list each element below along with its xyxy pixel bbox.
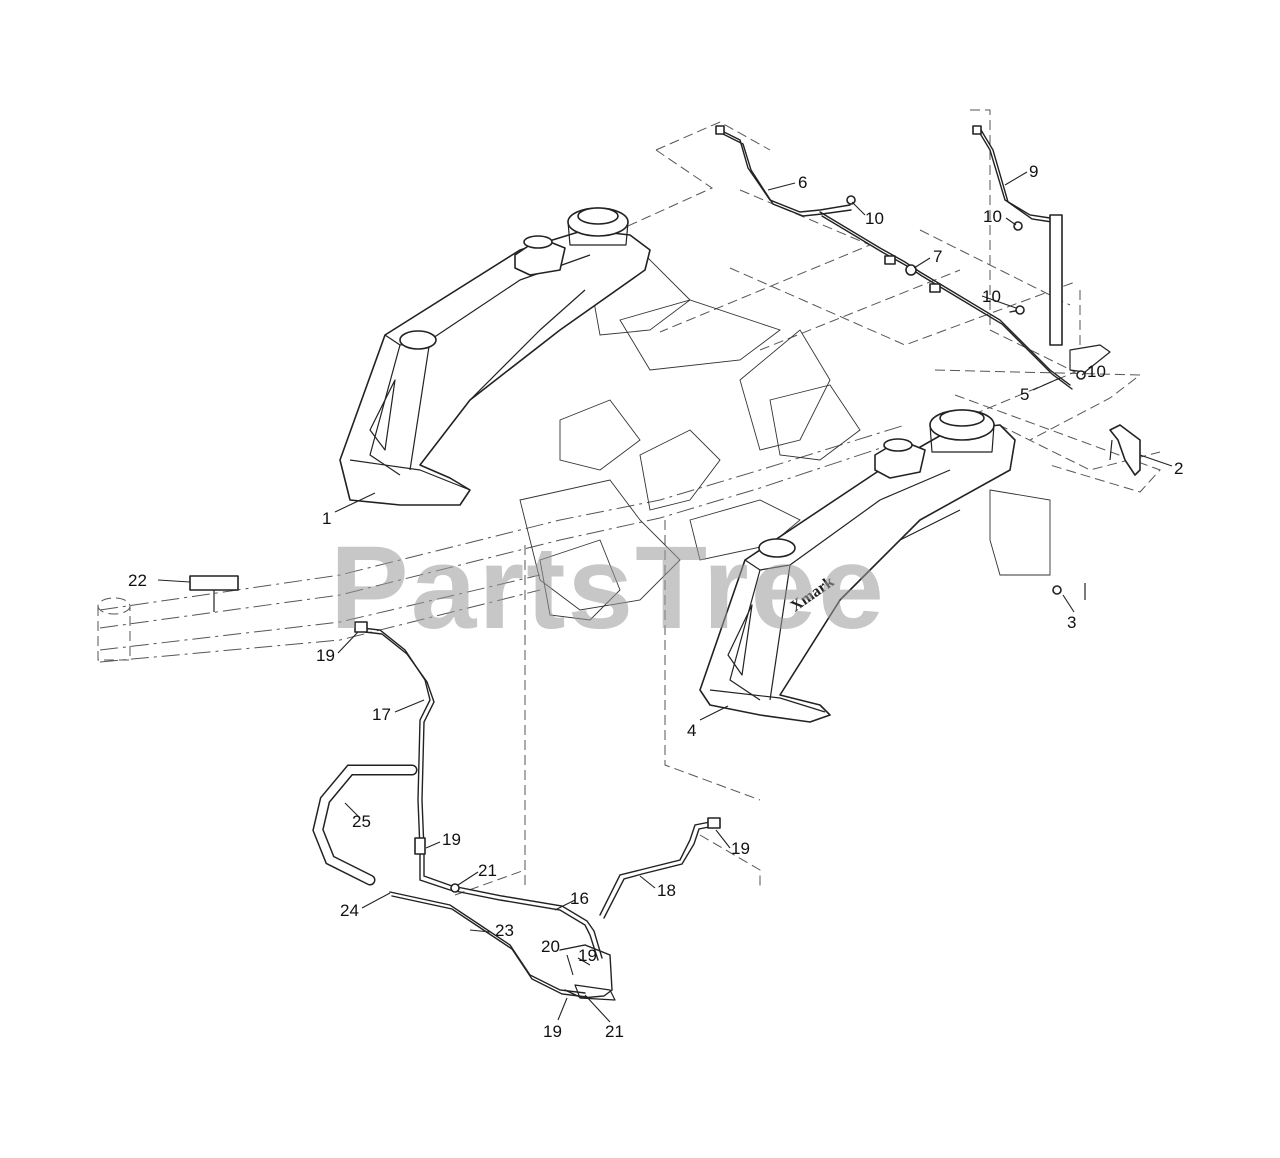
callout-19-e: 19: [543, 1022, 562, 1041]
fuel-lines-upper: [715, 125, 1111, 390]
callout-23: 23: [495, 921, 514, 940]
callout-17: 17: [372, 705, 391, 724]
callout-19-b: 19: [442, 830, 461, 849]
callout-18: 18: [657, 881, 676, 900]
callout-16: 16: [570, 889, 589, 908]
leader-lines: [157, 171, 1173, 1023]
callout-7: 7: [933, 247, 942, 266]
callout-9: 9: [1029, 162, 1038, 181]
callout-10-b: 10: [983, 207, 1002, 226]
callout-22: 22: [128, 571, 147, 590]
fuel-tank-right: Xmark: [699, 409, 1016, 723]
callout-10-a: 10: [865, 209, 884, 228]
callout-3: 3: [1067, 613, 1076, 632]
callout-6: 6: [798, 173, 807, 192]
frame-phantom: [97, 109, 1161, 896]
callout-5: 5: [1020, 385, 1029, 404]
callout-19-d: 19: [578, 946, 597, 965]
callout-19-c: 19: [731, 839, 750, 858]
callout-labels: 1 2 3 4 5 6 7 9 10 10 10 10 16 17 18 19 …: [128, 162, 1183, 1041]
hardware: [189, 195, 1141, 612]
callout-10-d: 10: [1087, 362, 1106, 381]
callout-21-b: 21: [605, 1022, 624, 1041]
callout-20: 20: [541, 937, 560, 956]
callout-25: 25: [352, 812, 371, 831]
callout-2: 2: [1174, 459, 1183, 478]
callout-19-a: 19: [316, 646, 335, 665]
watermark: PartsTree: [330, 522, 886, 654]
callout-4: 4: [687, 721, 696, 740]
callout-1: 1: [322, 509, 331, 528]
callout-21-a: 21: [478, 861, 497, 880]
callout-24: 24: [340, 901, 359, 920]
callout-10-c: 10: [982, 287, 1001, 306]
fuel-tank-left: [339, 207, 651, 506]
fuel-lines-lower: [312, 621, 721, 1001]
